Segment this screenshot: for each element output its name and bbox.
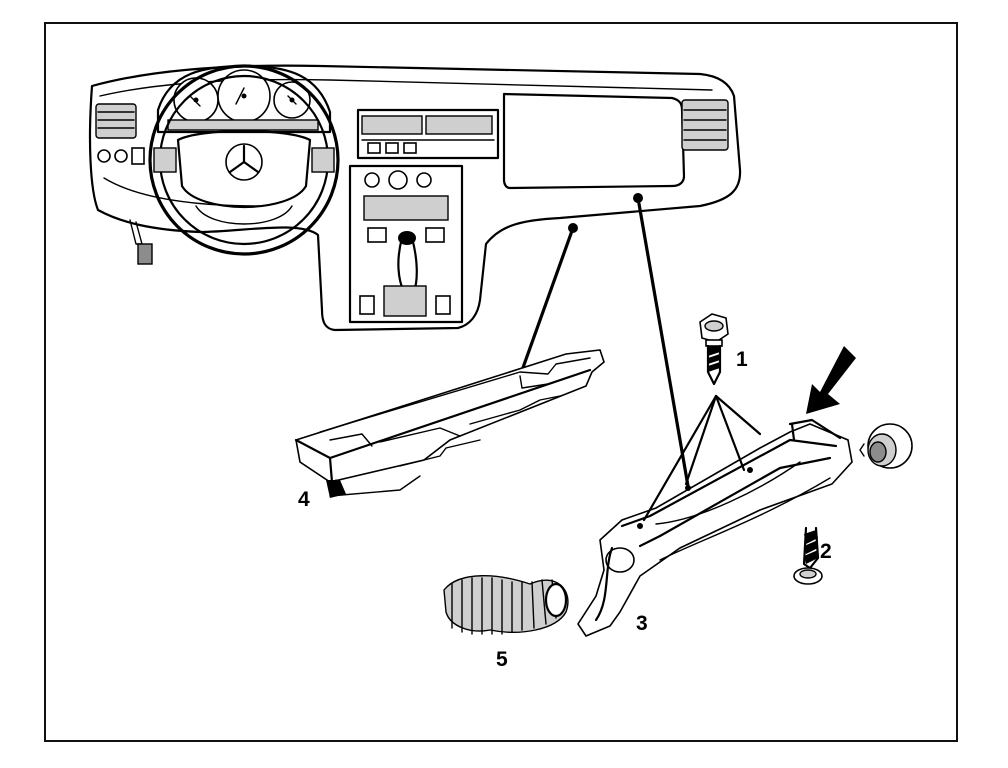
air-duct-icon (294, 349, 605, 498)
hex-bolt-icon (699, 313, 729, 386)
trim-panel-icon (577, 418, 853, 637)
clip-icon (859, 423, 913, 469)
callout-2: 2 (820, 540, 832, 563)
leader-line-duct (518, 226, 575, 378)
dashboard-icon (88, 64, 742, 332)
callout-1: 1 (736, 348, 748, 371)
leader-fan-1 (642, 394, 762, 522)
callout-3: 3 (636, 612, 648, 635)
flex-hose-icon (443, 575, 569, 635)
callout-5: 5 (496, 648, 508, 671)
callout-4: 4 (298, 488, 310, 511)
direction-arrow-icon (806, 346, 856, 414)
screw-icon (793, 526, 823, 585)
leader-line-panel (636, 196, 690, 488)
